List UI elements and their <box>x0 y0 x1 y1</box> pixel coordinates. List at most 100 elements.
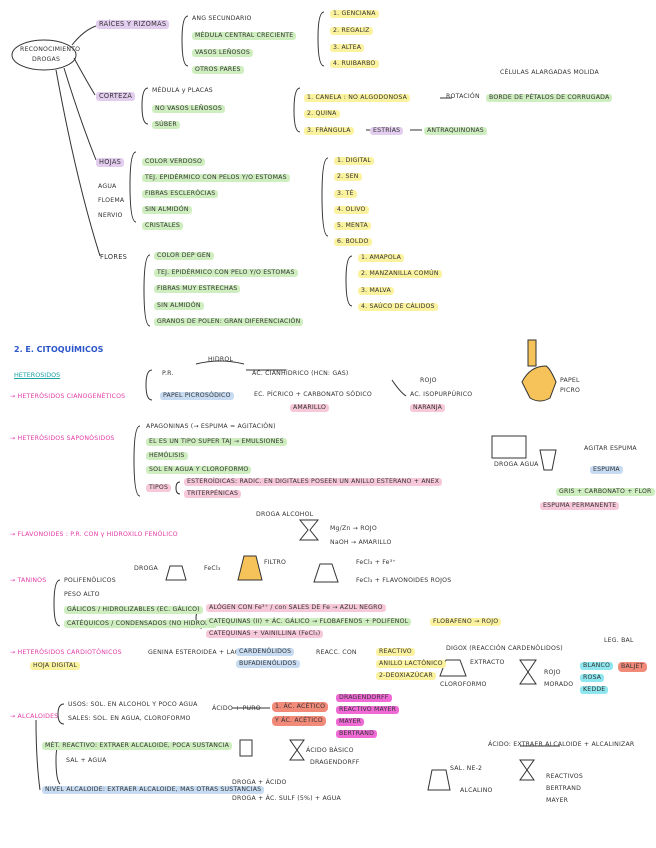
alcaloides-box1: SALES: SOL. EN AGUA, CLOROFORMO <box>68 715 191 722</box>
cardiotonicos-right: EXTRACTO <box>470 659 505 666</box>
hojas-side: NERVIO <box>98 212 123 219</box>
section2-title: 2. E. CITOQUÍMICOS <box>14 345 104 354</box>
alcaloides-box1: ÁCIDO + PURO <box>212 705 261 712</box>
alcaloides-bot3: NIVEL ALCALOIDE: EXTRAER ALCALOIDE, MAS … <box>42 786 265 795</box>
branch-flores-label: FLORES <box>100 253 128 261</box>
corteza-item: MÉDULA y PLACAS <box>152 87 213 94</box>
hojas-example: 5. MENTA <box>334 222 371 231</box>
saponinas-right: DROGA AGUA <box>494 461 539 468</box>
saponinas-item: EL ES UN TIPO SUPER TAJ → EMULSIONES <box>146 438 287 447</box>
cardiotonicos-sub: HOJA DIGITAL <box>30 662 81 671</box>
alcaloides-right: BERTRAND <box>546 785 582 792</box>
cardiotonicos-right2: ROSA <box>580 674 605 683</box>
alcaloides-bot2: SAL + AGUA <box>66 757 107 764</box>
flavonoides-label: → FLAVONOIDES : P.R. CON γ HIDROXILO FEN… <box>10 531 178 538</box>
flores-example: 2. MANZANILLA COMÚN <box>358 270 442 279</box>
taninos-item: PESO ALTO <box>64 591 100 598</box>
corteza-example-2: 2. QUINA <box>304 110 340 119</box>
root-title-line1: RECONOCIMIENTO <box>20 46 81 53</box>
cardiotonicos-reac-item: 2-DEOXIAZÚCAR <box>376 672 436 681</box>
flores-example: 4. SAÚCO DE CÁLIDOS <box>358 303 438 312</box>
ciano-pr: P.R. <box>162 370 174 377</box>
taninos-item: CATÉQUICOS / CONDENSADOS (NO HIDROL.) <box>64 620 217 629</box>
ciano-isopurp: AC. ISOPURPÚRICO <box>410 391 473 398</box>
raices-item: MÉDULA CENTRAL CRECIENTE <box>192 32 297 41</box>
cardiotonicos-sub2a: CARDENÓLIDOS <box>236 648 295 657</box>
hojas-item: FIBRAS ESCLERÓCIAS <box>142 190 219 199</box>
root-title-line2: DROGAS <box>32 56 61 63</box>
alcaloides-bot1: MÉT. REACTIVO: EXTRAER ALCALOIDE, POCA S… <box>42 742 233 751</box>
cardiotonicos-right: ROJO <box>544 669 561 676</box>
alcaloides-mag: MAYER <box>336 718 365 727</box>
hojas-example: 2. SEN <box>334 173 362 182</box>
corteza-example-1: 1. CANELA : NO ALGODONOSA <box>304 94 411 103</box>
corteza-example-3: 3. FRÁNGULA <box>304 127 354 136</box>
flores-item: TEJ. EPIDÉRMICO CON PELO Y/O ESTOMAS <box>154 269 298 278</box>
taninos-right: FeCl₃ <box>204 565 221 572</box>
cardiotonicos-right2: LEG. BAL <box>604 637 634 644</box>
taninos-cat-desc2: FLOBAFENO → ROJO <box>430 618 502 627</box>
alcaloides-mag: BERTRAND <box>336 730 378 739</box>
raices-example: 4. RUIBARBO <box>330 60 379 69</box>
corteza-example-3-b: ESTRÍAS <box>370 127 404 136</box>
flores-item: COLOR DEP GEN <box>154 252 214 261</box>
ciano-naranja: NARANJA <box>410 404 446 413</box>
cardiotonicos-reac-item: REACTIVO <box>376 648 415 657</box>
branch-hojas-label: HOJAS <box>96 158 125 167</box>
branch-corteza-label: CORTEZA <box>96 92 136 101</box>
corteza-item: SÚBER <box>152 121 180 130</box>
hojas-example: 4. OLIVO <box>334 206 369 215</box>
corteza-item: NO VASOS LEÑOSOS <box>152 105 226 114</box>
saponinas-tipo-a: ESTEROÍDICAS: RADIC. EN DIGITALES POSEEN… <box>184 478 443 487</box>
taninos-right: FeCl₃ + FLAVONOIDES ROJOS <box>356 577 452 584</box>
flores-example: 3. MALVA <box>358 287 394 296</box>
raices-example: 1. GENCIANA <box>330 10 379 19</box>
hojas-item: COLOR VERDOSO <box>142 158 206 167</box>
ciano-rojo: ROJO <box>420 377 437 384</box>
raices-example: 2. REGALIZ <box>330 27 373 36</box>
corteza-note: CÉLULAS ALARGADAS MOLIDA <box>500 69 599 76</box>
hojas-item: SIN ALMIDÓN <box>142 206 192 215</box>
cardiotonicos-right: MORADO <box>544 681 574 688</box>
cardiotonicos-test: DIGOX (REACCIÓN CARDENÓLIDOS) <box>446 645 563 652</box>
ciano-amarillo: AMARILLO <box>290 404 330 413</box>
saponinas-tipo-b: TRITERPÉNICAS <box>184 490 242 499</box>
corteza-example-1-rot: ROTACIÓN <box>446 93 480 100</box>
saponinas-item: APAGONINAS (→ ESPUMA = AGITACIÓN) <box>146 423 276 430</box>
cardiotonicos-sub2b: BUFADIENÓLIDOS <box>236 660 300 669</box>
saponinas-right: ESPUMA <box>590 466 623 475</box>
hojas-example: 1. DIGITAL <box>334 157 375 166</box>
raices-item: ANG SECUNDARIO <box>192 15 252 22</box>
flores-example: 1. AMAPOLA <box>358 254 405 263</box>
taninos-right: FeCl₃ + Fe³⁺ <box>356 559 396 566</box>
cardiotonicos-reac: REACC. CON <box>316 649 357 656</box>
taninos-cat-desc: CATEQUINAS (II) + ÁC. GÁLICO → FLOBAFENO… <box>206 618 412 627</box>
alcaloides-right: MAYER <box>546 797 569 804</box>
taninos-right: DROGA <box>134 565 158 572</box>
cardiotonicos-right2: BLANCO <box>580 662 614 671</box>
ciano-hcn: AC. CIANHÍDRICO (HCN: GAS) <box>252 370 349 377</box>
alcaloides-label: → ALCALOIDES <box>10 713 59 720</box>
hojas-example: 6. BOLDO <box>334 238 372 247</box>
corteza-example-1-desc: BORDE DE PÉTALOS DE CORRUGADA <box>486 94 613 103</box>
saponinas-right: GRIS + CARBONATO + FLOR <box>556 488 655 497</box>
alcaloides-right: SAL. NE-2 <box>450 765 483 772</box>
cardiotonicos-reac-item: ANILLO LACTÓNICO <box>376 660 446 669</box>
flavonoides-right: NaOH → AMARILLO <box>330 539 392 546</box>
saponinas-label: → HETERÓSIDOS SAPONÓSIDOS <box>10 435 115 442</box>
saponinas-item: HEMÓLISIS <box>146 452 188 461</box>
alcaloides-right: ALCALINO <box>460 787 493 794</box>
cardiotonicos-mid: GENINA ESTEROIDEA + LACTONA <box>148 649 258 656</box>
cianogeneticos-label: → HETERÓSIDOS CIANOGENÉTICOS <box>10 393 126 400</box>
flores-item: GRANOS DE POLEN: GRAN DIFERENCIACIÓN <box>154 318 304 327</box>
cardiotonicos-right2: KEDDE <box>580 686 609 695</box>
saponinas-item: SOL EN AGUA Y CLOROFORMO <box>146 466 252 475</box>
hojas-item: TEJ. EPIDÉRMICO CON PELOS Y/O ESTOMAS <box>142 174 290 183</box>
ciano-papel: PAPEL PICROSÓDICO <box>160 392 234 401</box>
taninos-label: → TANINOS <box>10 577 47 584</box>
hojas-side: AGUA <box>98 183 117 190</box>
raices-example: 3. ALTEA <box>330 44 365 53</box>
alcaloides-mag: REACTIVO MAYER <box>336 706 400 715</box>
saponinas-tipos: TIPOS <box>146 484 172 493</box>
ciano-right: PAPEL <box>560 377 580 384</box>
